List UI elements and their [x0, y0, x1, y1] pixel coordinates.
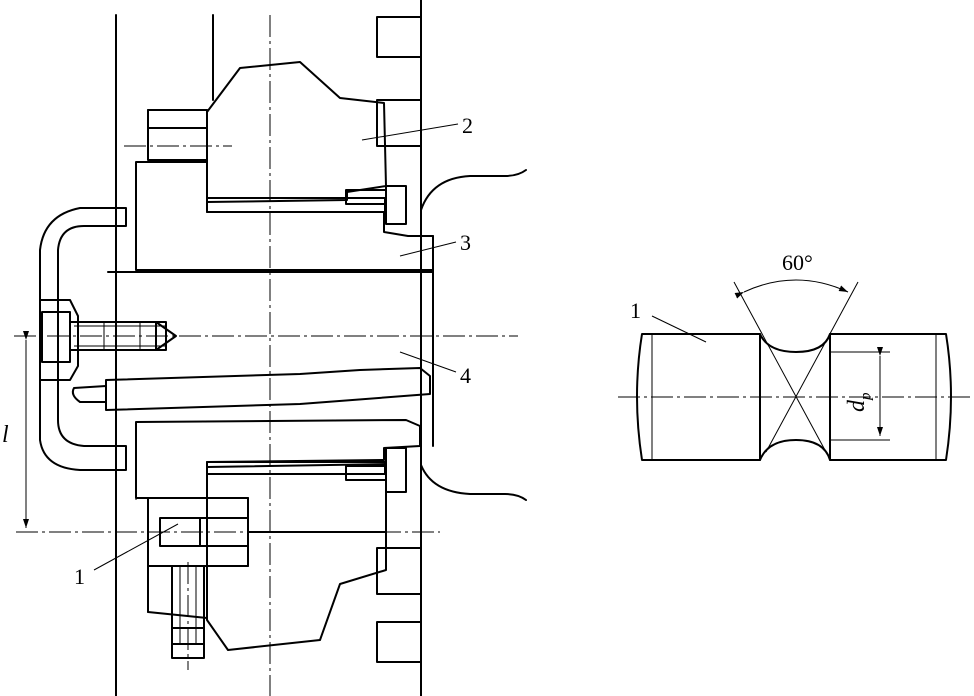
center-lines: [14, 15, 518, 696]
locator-pin-assembly: [147, 497, 387, 659]
callout-3: 3: [460, 230, 471, 255]
housing-lower: [206, 463, 387, 651]
cover-screw-head: [41, 311, 71, 363]
mandrel-core: [71, 385, 107, 403]
dimension-l: l: [2, 331, 29, 528]
bushing-upper: [135, 161, 434, 271]
end-cover: [39, 207, 127, 471]
callout-1: 1: [74, 564, 85, 589]
pin-detail-view: 60° dp 1: [618, 250, 974, 461]
mandrel: [105, 367, 431, 411]
callouts-assembly: 2 3 4 1: [74, 113, 473, 589]
slots-right: [376, 16, 422, 663]
diameter-label: dp: [844, 392, 874, 412]
dimension-l-label: l: [2, 422, 9, 448]
housing-upper: [206, 61, 387, 203]
upper-block: [147, 109, 208, 161]
assembly-view: l 2 3 4 1: [2, 0, 527, 696]
angle-label: 60°: [782, 250, 813, 275]
upper-block-cap: [147, 109, 208, 129]
callout-4: 4: [460, 363, 471, 388]
bushing-lower: [135, 419, 421, 499]
wall-flange: [420, 169, 527, 501]
frame-lines: [115, 0, 422, 696]
end-keys: [345, 185, 407, 493]
pin-body: [636, 333, 952, 461]
cover-boss: [39, 299, 79, 381]
pin-callout-1: 1: [630, 298, 641, 323]
callout-2: 2: [462, 113, 473, 138]
